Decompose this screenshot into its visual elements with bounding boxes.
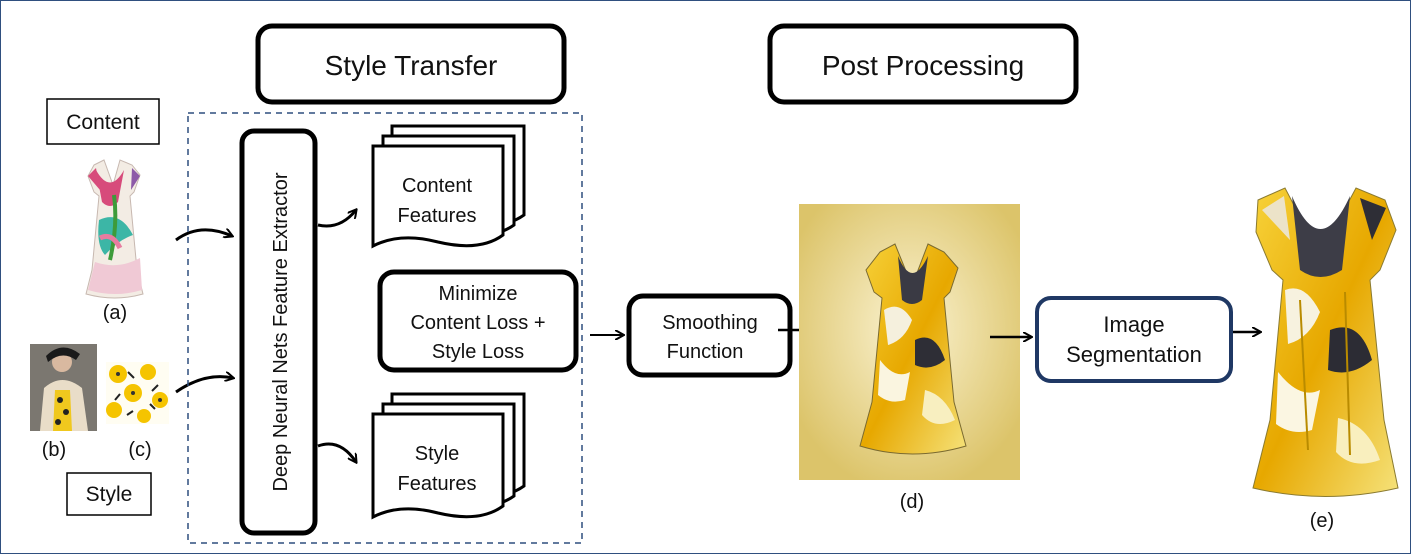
svg-text:Deep Neural Nets Feature Extra: Deep Neural Nets Feature Extractor <box>270 172 292 491</box>
caption-a: (a) <box>103 302 127 324</box>
svg-text:Style: Style <box>415 443 459 465</box>
caption-b: (b) <box>42 439 66 461</box>
segmented-output-image <box>1252 187 1399 497</box>
stylized-result-image <box>799 204 1020 480</box>
caption-c: (c) <box>128 439 151 461</box>
style-transfer-region <box>187 112 583 544</box>
svg-text:Style Loss: Style Loss <box>432 341 524 363</box>
svg-text:Smoothing: Smoothing <box>662 312 758 334</box>
content-dress-image <box>85 159 144 299</box>
svg-text:Features: Features <box>398 205 477 227</box>
svg-text:Content Loss +: Content Loss + <box>410 312 545 334</box>
svg-text:Minimize: Minimize <box>439 283 518 305</box>
content-features-stack: Content Features <box>371 124 526 249</box>
style-photo-b <box>30 344 97 431</box>
loss-box: Minimize Content Loss + Style Loss <box>377 269 579 373</box>
style-features-stack: Style Features <box>371 392 526 520</box>
post-processing-header: Post Processing <box>767 23 1079 105</box>
style-transfer-header: Style Transfer <box>255 23 567 105</box>
content-label-box: Content <box>46 98 160 145</box>
svg-text:Function: Function <box>667 341 744 363</box>
content-to-extractor-arrow <box>175 230 232 242</box>
feature-extractor-box: Deep Neural Nets Feature Extractor <box>239 128 318 536</box>
svg-text:Image: Image <box>1103 312 1164 337</box>
svg-text:Segmentation: Segmentation <box>1066 342 1202 367</box>
smoothing-function-box: Smoothing Function <box>626 293 793 378</box>
style-label-box: Style <box>66 472 152 516</box>
style-pattern-c <box>106 362 169 424</box>
caption-d: (d) <box>900 491 924 513</box>
image-segmentation-box: Image Segmentation <box>1035 296 1233 383</box>
svg-text:Content: Content <box>402 175 472 197</box>
extractor-to-content-features-arrow <box>317 210 356 228</box>
svg-text:Style: Style <box>86 483 133 506</box>
extractor-to-style-features-arrow <box>317 442 356 462</box>
svg-text:Style Transfer: Style Transfer <box>325 50 498 81</box>
style-to-extractor-arrow <box>175 377 233 394</box>
svg-text:Content: Content <box>66 111 140 134</box>
svg-text:Features: Features <box>398 473 477 495</box>
caption-e: (e) <box>1310 510 1334 532</box>
svg-text:Post Processing: Post Processing <box>822 50 1024 81</box>
